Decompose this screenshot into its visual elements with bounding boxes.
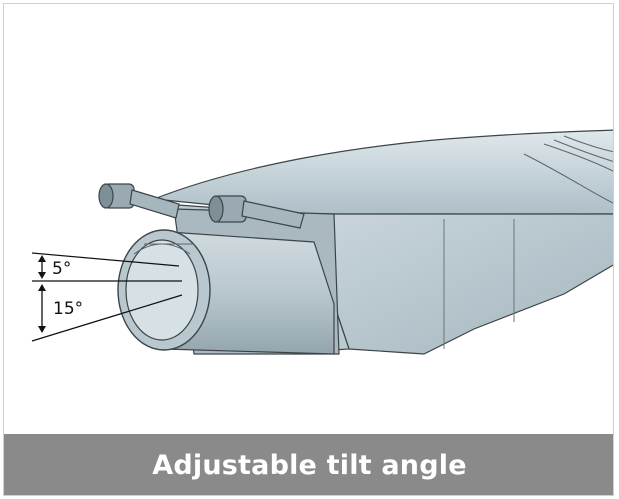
- hinge-knob-right: [208, 195, 305, 229]
- arrow-15-degree: [38, 284, 46, 333]
- angle-label-15: 15°: [53, 299, 83, 319]
- hood-fins: [523, 135, 613, 204]
- tube-opening-inner: [125, 239, 199, 341]
- caption-text: Adjustable tilt angle: [152, 450, 467, 481]
- caption-bar: Adjustable tilt angle: [4, 434, 613, 495]
- street-light-illustration: 5° 15°: [31, 129, 613, 355]
- lamp-body-side: [303, 213, 613, 355]
- lamp-hood: [153, 129, 613, 215]
- arrow-5-degree: [38, 255, 46, 279]
- tilt-angle-guides: [31, 252, 183, 342]
- hinge-knob-left: [98, 183, 180, 219]
- angle-line-upper: [31, 252, 180, 267]
- angle-line-lower: [31, 294, 183, 342]
- angle-label-5: 5°: [52, 259, 71, 279]
- product-image-card: 5° 15° Adjustable tilt angle: [3, 3, 614, 496]
